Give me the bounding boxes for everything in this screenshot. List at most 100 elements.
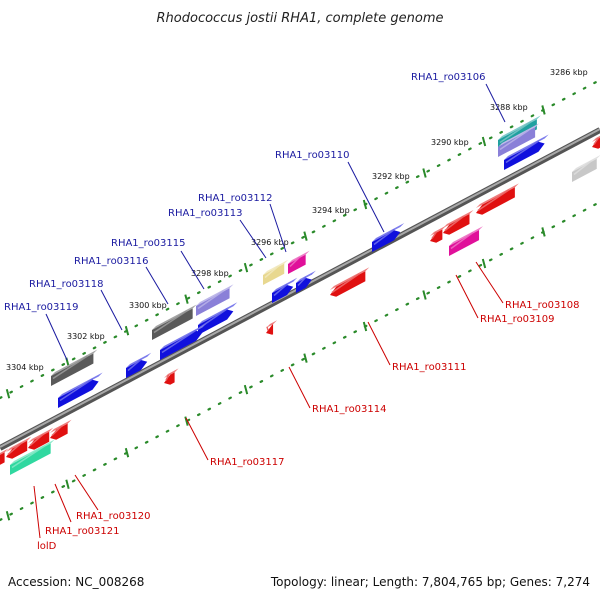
gene-block[interactable] bbox=[498, 123, 540, 157]
gene-arrow[interactable] bbox=[6, 436, 32, 459]
gene-block[interactable] bbox=[152, 304, 197, 340]
reverse-gene-labels: RHA1_ro03108 RHA1_ro03109 RHA1_ro03111 R… bbox=[37, 300, 580, 552]
genome-summary: Topology: linear; Length: 7,804,765 bp; … bbox=[270, 575, 590, 589]
scale-tick bbox=[243, 384, 249, 395]
leader-line bbox=[367, 321, 391, 366]
gene-label[interactable]: RHA1_ro03113 bbox=[168, 208, 243, 219]
gene-block[interactable] bbox=[288, 250, 310, 274]
gene-label[interactable]: RHA1_ro03120 bbox=[76, 511, 151, 522]
gene-block[interactable] bbox=[51, 349, 98, 386]
gene-block[interactable] bbox=[449, 226, 484, 256]
gene-label[interactable]: RHA1_ro03110 bbox=[275, 150, 350, 161]
gene-label[interactable]: RHA1_ro03119 bbox=[4, 302, 79, 313]
gene-arrow[interactable] bbox=[443, 209, 474, 235]
gene-label[interactable]: RHA1_ro03109 bbox=[480, 314, 555, 325]
ruler-label: 3296 kbp bbox=[251, 238, 289, 247]
ruler-labels: 3286 kbp 3288 kbp 3290 kbp 3292 kbp 3294… bbox=[6, 68, 588, 372]
gene-block[interactable] bbox=[572, 155, 600, 182]
leader-line bbox=[74, 474, 99, 511]
gene-arrow[interactable] bbox=[430, 225, 447, 243]
gene-arrow[interactable] bbox=[476, 183, 519, 215]
gene-label[interactable]: RHA1_ro03111 bbox=[392, 362, 467, 373]
scale-tick bbox=[5, 511, 11, 521]
scale-tick bbox=[124, 447, 130, 458]
scale-tick bbox=[65, 479, 70, 489]
ruler-label: 3298 kbp bbox=[191, 269, 229, 278]
leader-line bbox=[347, 161, 385, 233]
scale-tick bbox=[303, 231, 308, 241]
leader-line bbox=[33, 485, 41, 539]
gene-arrow[interactable] bbox=[50, 419, 72, 440]
leader-line bbox=[145, 266, 169, 305]
gene-arrow[interactable] bbox=[372, 223, 405, 252]
leader-line bbox=[288, 366, 311, 409]
gene-arrow[interactable] bbox=[198, 302, 238, 335]
scale-tick bbox=[303, 353, 308, 363]
gene-arrow[interactable] bbox=[330, 267, 370, 297]
leader-line bbox=[185, 417, 209, 461]
gene-label[interactable]: RHA1_ro03106 bbox=[411, 72, 486, 83]
ruler-label: 3290 kbp bbox=[431, 138, 469, 147]
scale-tick bbox=[362, 199, 368, 210]
leader-line bbox=[100, 289, 123, 331]
scale-tick bbox=[243, 262, 249, 273]
ruler-label: 3286 kbp bbox=[550, 68, 588, 77]
leader-line bbox=[180, 250, 205, 290]
gene-label[interactable]: RHA1_ro03108 bbox=[505, 300, 580, 311]
leader-lines bbox=[33, 83, 506, 539]
gene-arrow[interactable] bbox=[504, 134, 549, 170]
gene-features bbox=[0, 115, 600, 475]
gene-arrow[interactable] bbox=[28, 427, 54, 450]
ruler-label: 3300 kbp bbox=[129, 301, 167, 310]
scale-tick bbox=[184, 416, 189, 426]
leader-line bbox=[54, 483, 72, 523]
gene-label[interactable]: RHA1_ro03117 bbox=[210, 457, 285, 468]
ruler-label: 3304 kbp bbox=[6, 363, 44, 372]
gene-label[interactable]: RHA1_ro03112 bbox=[198, 193, 273, 204]
scale-line-upper bbox=[0, 78, 600, 400]
scale-tick bbox=[481, 258, 487, 269]
leader-line bbox=[239, 219, 267, 259]
gene-label[interactable]: lolD bbox=[37, 541, 57, 552]
scale-tick bbox=[541, 227, 546, 237]
gene-arrow[interactable] bbox=[266, 320, 278, 335]
map-title: Rhodococcus jostii RHA1, complete genome bbox=[157, 11, 444, 26]
scale-dots bbox=[0, 200, 600, 522]
gene-arrow[interactable] bbox=[272, 277, 298, 303]
gene-block[interactable] bbox=[196, 284, 234, 316]
gene-arrow[interactable] bbox=[296, 270, 316, 293]
leader-line bbox=[485, 83, 506, 123]
scale-tick bbox=[184, 294, 189, 304]
scale-dots bbox=[0, 78, 600, 400]
ruler-label: 3294 kbp bbox=[312, 206, 350, 215]
ruler-label: 3302 kbp bbox=[67, 332, 105, 341]
scale-tick bbox=[541, 105, 546, 115]
ruler-label: 3292 kbp bbox=[372, 172, 410, 181]
scale-tick bbox=[5, 389, 11, 399]
gene-label[interactable]: RHA1_ro03118 bbox=[29, 279, 104, 290]
leader-line bbox=[475, 261, 504, 304]
gene-arrow[interactable] bbox=[592, 131, 600, 149]
gene-label[interactable]: RHA1_ro03115 bbox=[111, 238, 186, 249]
leader-line bbox=[455, 274, 479, 319]
scale-tick bbox=[362, 321, 368, 332]
gene-arrow[interactable] bbox=[164, 368, 179, 385]
leader-line bbox=[45, 313, 68, 361]
accession-text: Accession: NC_008268 bbox=[8, 575, 144, 589]
scale-tick bbox=[481, 136, 487, 147]
gene-label[interactable]: RHA1_ro03114 bbox=[312, 404, 387, 415]
forward-gene-labels: RHA1_ro03106 RHA1_ro03110 RHA1_ro03112 R… bbox=[4, 72, 486, 313]
gene-arrow[interactable] bbox=[160, 323, 207, 360]
gene-block[interactable] bbox=[263, 259, 289, 285]
gene-block[interactable] bbox=[10, 439, 55, 475]
scale-tick bbox=[422, 168, 427, 178]
gene-arrow[interactable] bbox=[58, 372, 103, 408]
scale-line-lower bbox=[0, 200, 600, 522]
leader-line bbox=[269, 203, 287, 253]
gene-arrow[interactable] bbox=[0, 448, 9, 465]
gene-arrow[interactable] bbox=[126, 352, 152, 378]
gene-label[interactable]: RHA1_ro03116 bbox=[74, 256, 149, 267]
gene-label[interactable]: RHA1_ro03121 bbox=[45, 526, 120, 537]
scale-tick bbox=[422, 290, 427, 300]
